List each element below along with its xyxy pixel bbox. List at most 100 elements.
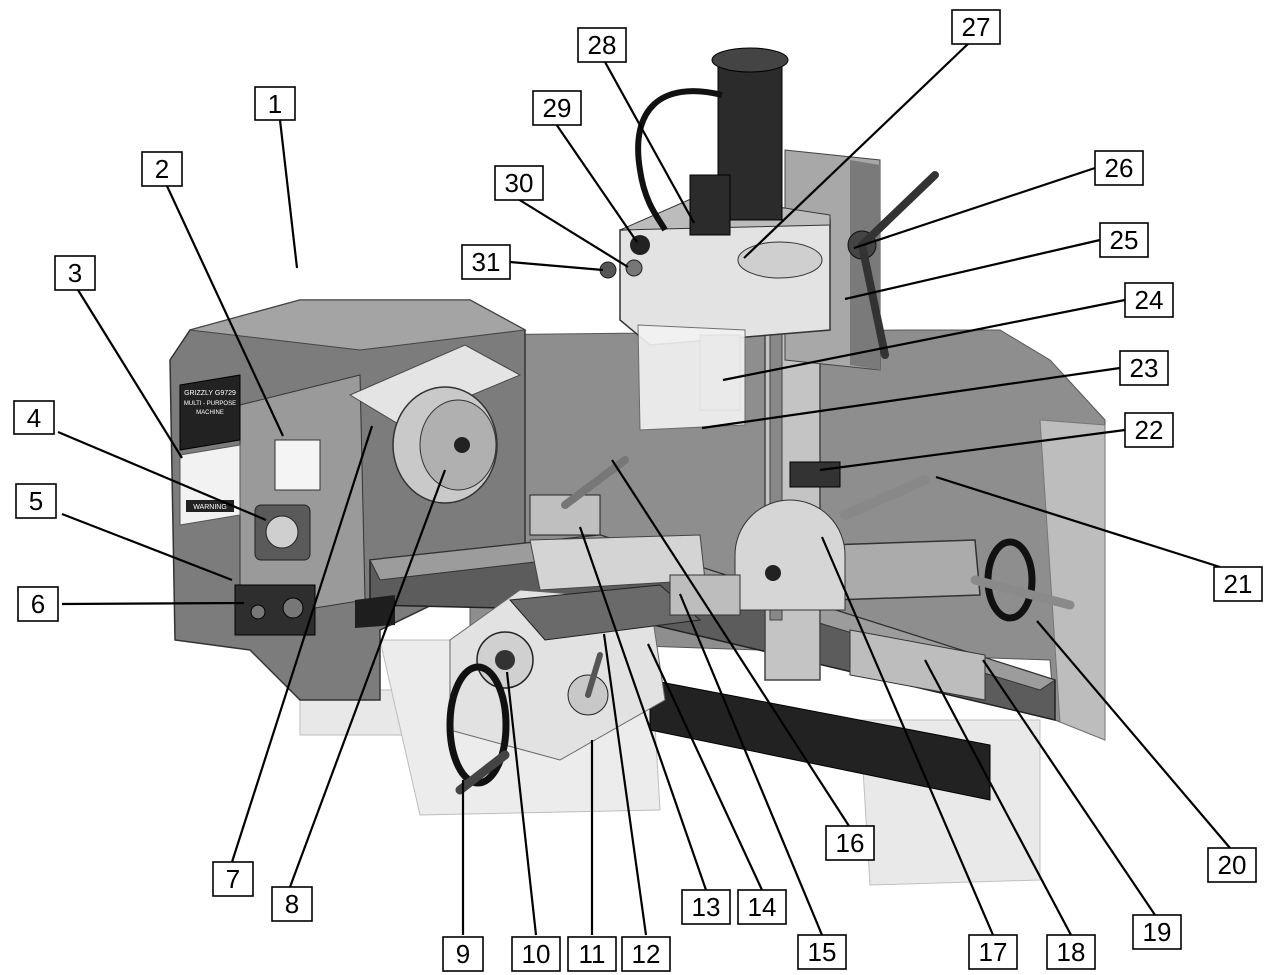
leader-23 [701,366,1121,430]
callout-21: 21 [1213,566,1263,602]
callout-10-label: 10 [522,939,551,969]
callout-18-label: 18 [1057,937,1086,967]
callout-25: 25 [1099,222,1149,258]
callout-22-label: 22 [1135,415,1164,445]
leader-2 [166,185,284,437]
leader-29 [555,123,638,243]
callout-13: 13 [681,889,731,925]
tailstock-body [827,539,981,601]
tool-post-handle [561,456,629,509]
lower-rack [649,679,991,801]
leader-24 [722,298,1126,382]
tailstock-lock-handle [840,475,930,520]
callout-30-label: 30 [505,168,534,198]
mill-motor [717,59,783,221]
leader-30 [517,198,629,268]
cross-slide [508,584,702,641]
leader-21 [935,475,1221,569]
callout-4-label: 4 [27,403,41,433]
mill-power-light [625,259,643,277]
leader-17 [820,536,995,936]
leader-27 [743,41,971,259]
callout-4: 4 [13,400,55,435]
callout-7: 7 [212,861,254,897]
callout-3: 3 [54,255,96,291]
callout-6-label: 6 [31,589,45,619]
callout-15-label: 15 [808,937,837,967]
callout-16-label: 16 [836,828,865,858]
leader-3 [77,289,183,459]
callout-23: 23 [1119,350,1169,386]
callout-31: 31 [461,244,511,280]
leader-31 [509,260,604,272]
callout-2: 2 [141,151,183,187]
longitudinal-handwheel [446,663,510,787]
leader-25 [844,238,1101,301]
chuck-guard [348,344,522,426]
leader-6 [61,601,245,606]
leader-lines [57,41,1231,936]
callout-11-label: 11 [579,939,606,969]
leader-4 [57,430,267,522]
callout-19: 19 [1132,914,1182,950]
steady-rest [734,499,846,611]
power-switch-button [265,515,299,549]
callout-26: 26 [1094,150,1144,186]
callout-2-label: 2 [155,154,169,184]
panel-brand-text: GRIZZLY G9729 [184,390,236,397]
leader-16 [611,459,850,827]
callout-8: 8 [271,886,313,922]
callout-22: 22 [1124,412,1174,448]
headstock-top-cover [189,299,527,351]
callout-12: 12 [621,936,671,972]
callout-18: 18 [1046,934,1096,970]
longitudinal-handwheel-handle [455,750,510,795]
spindle-chip-shield [637,324,746,431]
callout-28: 28 [577,27,627,63]
callout-27: 27 [951,9,1001,45]
callout-14: 14 [737,889,787,925]
leader-22 [819,428,1126,472]
leader-7 [230,425,374,863]
leader-10 [505,671,538,936]
carriage-handwheel-hub [495,650,515,670]
callout-16: 16 [825,825,875,861]
steady-rest-hub [765,565,781,581]
callout-9-label: 9 [456,939,470,969]
column-lock [789,461,841,488]
leader-1 [278,119,299,269]
callout-23-label: 23 [1130,353,1159,383]
callout-30: 30 [494,165,544,201]
callout-15: 15 [797,934,847,970]
leader-18 [924,659,1072,936]
callout-28-label: 28 [588,30,617,60]
small-motor [689,174,731,236]
leader-26 [853,166,1096,250]
callout-1-label: 1 [268,89,282,119]
depth-scale [737,241,823,279]
leader-14 [647,643,763,891]
callout-25-label: 25 [1110,225,1139,255]
direction-knob [250,604,266,620]
callout-1: 1 [254,86,296,121]
callout-3-label: 3 [68,258,82,288]
front-rack [355,595,395,628]
callout-27-label: 27 [962,12,991,42]
leader-12 [602,633,648,936]
leader-20 [1036,620,1231,849]
panel-line3-text: MACHINE [196,410,224,416]
half-nut-lever-handle [585,652,603,698]
coarse-feed-lever-2 [858,241,889,359]
callout-29: 29 [532,90,582,126]
back-splash-right-wing [1039,419,1106,741]
callout-17: 17 [968,934,1018,970]
power-cable [635,88,723,232]
control-panel-plate: GRIZZLY G9729 MULTI - PURPOSE MACHINE WA… [179,374,241,526]
machine-illustration: GRIZZLY G9729 MULTI - PURPOSE MACHINE WA… [169,47,1106,886]
callout-8-label: 8 [285,889,299,919]
tailstock-base [849,629,986,701]
mill-table-mount [669,574,741,616]
callout-19-label: 19 [1143,917,1172,947]
feed-knob [282,597,304,619]
callout-31-label: 31 [472,247,501,277]
